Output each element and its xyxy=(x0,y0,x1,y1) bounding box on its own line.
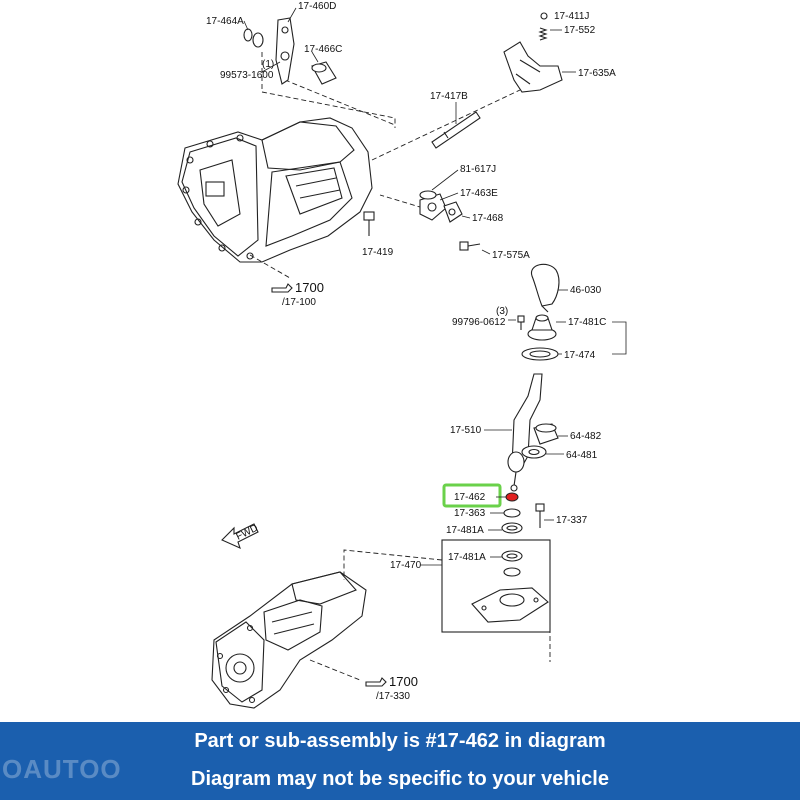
part-17-417B-rod xyxy=(431,111,481,149)
banner-line-part-info: Part or sub-assembly is #17-462 in diagr… xyxy=(194,730,606,752)
part-64-482-bush xyxy=(533,423,559,445)
hand-pointer-icon-bottom xyxy=(365,677,387,687)
parts-diagram: FWD 17-464A 17-460D 99573-1600 (1) 17-46… xyxy=(177,1,627,709)
part-64-481-washer xyxy=(521,445,547,459)
part-46-030-knob xyxy=(531,263,560,313)
part-17-470-cover xyxy=(471,587,549,623)
label-17-466C: 17-466C xyxy=(304,44,342,55)
reference-1700-top: 1700 /17-100 xyxy=(271,280,324,308)
label-1700-top: 1700 xyxy=(295,280,324,295)
label-17-330: /17-330 xyxy=(376,691,410,702)
label-17-411J: 17-411J xyxy=(554,11,589,22)
hand-pointer-icon-top xyxy=(271,283,293,293)
label-17-481A-b: 17-481A xyxy=(448,552,486,563)
info-banner: OAUTOO Part or sub-assembly is #17-462 i… xyxy=(0,722,800,800)
part-99796-0612-bolt xyxy=(517,315,525,330)
bracket-481C-474 xyxy=(612,321,627,355)
part-17-481C-boot xyxy=(527,314,557,341)
label-64-482: 64-482 xyxy=(570,431,602,442)
part-17-635A-fork xyxy=(503,41,563,93)
label-17-635A: 17-635A xyxy=(578,68,616,79)
label-17-575A: 17-575A xyxy=(492,250,530,261)
label-17-474: 17-474 xyxy=(564,350,596,361)
label-17-417B: 17-417B xyxy=(430,91,468,102)
part-17-481A-bush-a xyxy=(501,522,523,534)
label-17-462: 17-462 xyxy=(454,492,486,503)
leader-top-3 xyxy=(371,89,521,161)
part-17-411J-ball xyxy=(540,12,548,20)
part-17-462-highlighted xyxy=(505,492,519,502)
label-64-481: 64-481 xyxy=(566,450,598,461)
leader-bottom-3 xyxy=(309,659,361,681)
label-17-470: 17-470 xyxy=(390,560,422,571)
part-81-617J-oring xyxy=(419,190,437,200)
label-99796-0612: 99796-0612 xyxy=(452,317,506,328)
part-17-419-bolt xyxy=(363,211,375,236)
transmission-housing-top xyxy=(177,117,373,263)
label-17-463E: 17-463E xyxy=(460,188,498,199)
label-qty-1: (1) xyxy=(262,59,274,70)
label-17-363: 17-363 xyxy=(454,508,486,519)
fwd-arrow-icon: FWD xyxy=(221,523,260,550)
part-ring-inside-box xyxy=(503,567,521,577)
transmission-housing-bottom xyxy=(211,571,367,709)
label-46-030: 46-030 xyxy=(570,285,602,296)
label-17-100: /17-100 xyxy=(282,297,316,308)
reference-1700-bottom: 1700 /17-330 xyxy=(365,674,418,702)
leader-bottom-1 xyxy=(343,549,443,580)
leader-top-2 xyxy=(284,79,396,126)
label-17-481C: 17-481C xyxy=(568,317,606,328)
part-17-510-lever xyxy=(507,373,543,492)
label-17-468: 17-468 xyxy=(472,213,504,224)
label-17-337: 17-337 xyxy=(556,515,588,526)
banner-line-disclaimer: Diagram may not be specific to your vehi… xyxy=(191,768,609,790)
label-17-464A: 17-464A xyxy=(206,16,244,27)
part-17-468-bush xyxy=(443,201,463,223)
label-17-510: 17-510 xyxy=(450,425,482,436)
part-17-552-spring xyxy=(538,27,548,41)
label-1700-bottom: 1700 xyxy=(389,674,418,689)
label-99573-1600: 99573-1600 xyxy=(220,70,274,81)
part-17-363-washer xyxy=(503,508,521,518)
fwd-label: FWD xyxy=(234,523,259,543)
highlight-box-17-462 xyxy=(442,483,502,508)
part-17-337-bolt xyxy=(535,503,545,528)
label-17-419: 17-419 xyxy=(362,247,394,258)
part-17-460D-lever xyxy=(275,17,295,85)
part-17-481A-bush-b xyxy=(501,550,523,562)
part-17-575A-bolt xyxy=(459,241,481,251)
label-17-552: 17-552 xyxy=(564,25,596,36)
part-17-474-ring xyxy=(521,347,559,361)
assembly-box-17-470 xyxy=(441,539,551,633)
part-17-464A-washer xyxy=(243,28,264,48)
part-17-466C-shaft xyxy=(311,61,337,85)
label-17-481A-a: 17-481A xyxy=(446,525,484,536)
label-17-460D: 17-460D xyxy=(298,1,336,12)
part-17-463E-plate xyxy=(419,193,447,221)
label-81-617J: 81-617J xyxy=(460,164,496,175)
watermark-logo: OAUTOO xyxy=(2,754,122,784)
label-qty-3: (3) xyxy=(496,306,508,317)
